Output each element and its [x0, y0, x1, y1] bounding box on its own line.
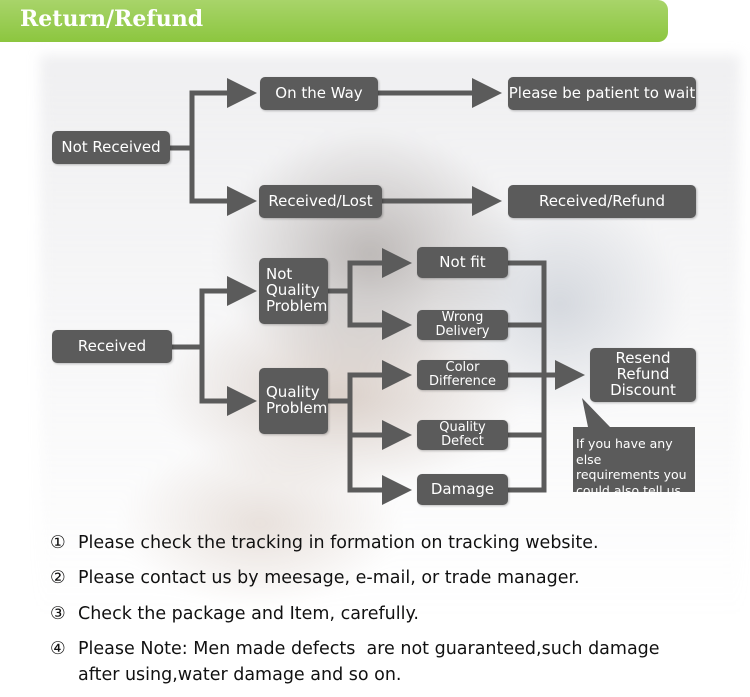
arrow-to-on-the-way: [170, 78, 257, 151]
note-item: ③ Check the package and Item, carefully.: [50, 601, 740, 627]
resolution-box: Resend Refund Discount: [590, 348, 696, 402]
note-number: ①: [50, 533, 66, 553]
wrong-delivery-box: Wrong Delivery: [417, 310, 508, 340]
not-fit-box: Not fit: [417, 247, 508, 278]
note-number: ③: [50, 603, 66, 624]
not-quality-problem-box: Not Quality Problem: [259, 258, 328, 324]
callout-bubble: [573, 398, 695, 492]
note-text: Please Note: Men made defects are not gu…: [78, 638, 660, 685]
received-lost-box: Received/Lost: [259, 185, 382, 218]
note-item: ① Please check the tracking in formation…: [50, 530, 740, 556]
notes-list: ① Please check the tracking in formation…: [50, 530, 740, 697]
arrow-to-quality: [199, 347, 257, 416]
received-refund-box: Received/Refund: [508, 185, 696, 218]
arrow-to-received-lost: [189, 148, 257, 216]
not-received-box: Not Received: [52, 131, 170, 164]
note-number: ②: [50, 568, 66, 589]
note-text: Check the package and Item, carefully.: [78, 603, 419, 624]
arrow-to-wrong-delivery: [347, 291, 412, 340]
note-text: Please contact us by meesage, e-mail, or…: [78, 568, 580, 589]
on-the-way-box: On the Way: [260, 77, 378, 110]
received-box: Received: [52, 330, 172, 363]
please-wait-box: Please be patient to wait: [508, 77, 696, 110]
arrow-to-not-fit: [328, 248, 412, 294]
note-text: Please check the tracking in formation o…: [78, 533, 599, 553]
arrow-to-color-difference: [328, 360, 412, 404]
note-item: ② Please contact us by meesage, e-mail, …: [50, 565, 740, 591]
header-bar: Return/Refund: [0, 0, 668, 42]
note-item: ④ Please Note: Men made defects are not …: [50, 636, 740, 689]
page-title: Return/Refund: [20, 6, 204, 32]
arrow-to-quality-defect: [347, 401, 412, 450]
note-number: ④: [50, 638, 66, 659]
callout-text: If you have any else requirements you co…: [576, 436, 687, 498]
quality-problem-box: Quality Problem: [259, 368, 328, 434]
arrow-to-damage: [347, 435, 412, 505]
quality-defect-box: Quality Defect: [417, 420, 508, 450]
arrow-to-not-quality: [172, 276, 257, 350]
color-difference-box: Color Difference: [417, 360, 508, 390]
damage-box: Damage: [417, 474, 508, 505]
